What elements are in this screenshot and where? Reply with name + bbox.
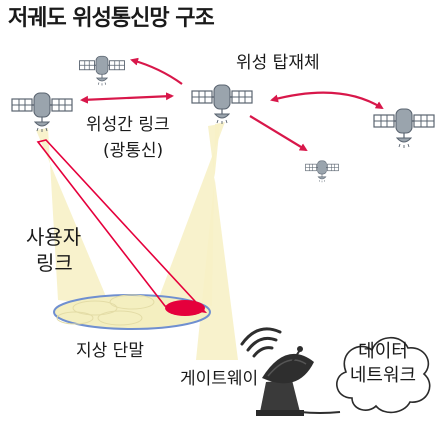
- isl-arrow-left: [80, 92, 174, 104]
- satellite-icon: [11, 92, 73, 133]
- cloud-icon: [336, 336, 431, 414]
- diagram-title: 저궤도 위성통신망 구조: [8, 6, 215, 31]
- satellite-icon: [78, 55, 126, 87]
- label-optical-communication: (광통신): [103, 141, 164, 161]
- label-ground-terminal: 지상 단말: [76, 341, 144, 361]
- label-user-link-line2: 링크: [36, 251, 73, 275]
- isl-arrow-right: [270, 91, 384, 110]
- antenna-dish-icon: [256, 346, 341, 416]
- isl-arrow-lower: [249, 115, 308, 152]
- label-data-network: 데이터 네트워크: [343, 340, 423, 389]
- payload-beam: [158, 122, 225, 306]
- isl-arrow-upper: [130, 57, 183, 85]
- user-beam: [36, 128, 110, 306]
- satellite-icon: [191, 84, 253, 125]
- satellite-icon: [305, 160, 339, 183]
- label-data-network-line1: 데이터: [358, 341, 408, 362]
- signal-waves-icon: [240, 327, 282, 358]
- label-user-link-line1: 사용자: [26, 225, 82, 249]
- label-data-network-line2: 네트워크: [349, 365, 417, 387]
- label-gateway: 게이트웨이: [180, 369, 259, 389]
- label-inter-satellite-link: 위성간 링크: [86, 115, 170, 135]
- user-link-spot: [165, 300, 205, 316]
- user-link-beam: [36, 139, 208, 314]
- satellite-icon: [373, 108, 435, 149]
- label-satellite-payload: 위성 탑재체: [236, 53, 320, 73]
